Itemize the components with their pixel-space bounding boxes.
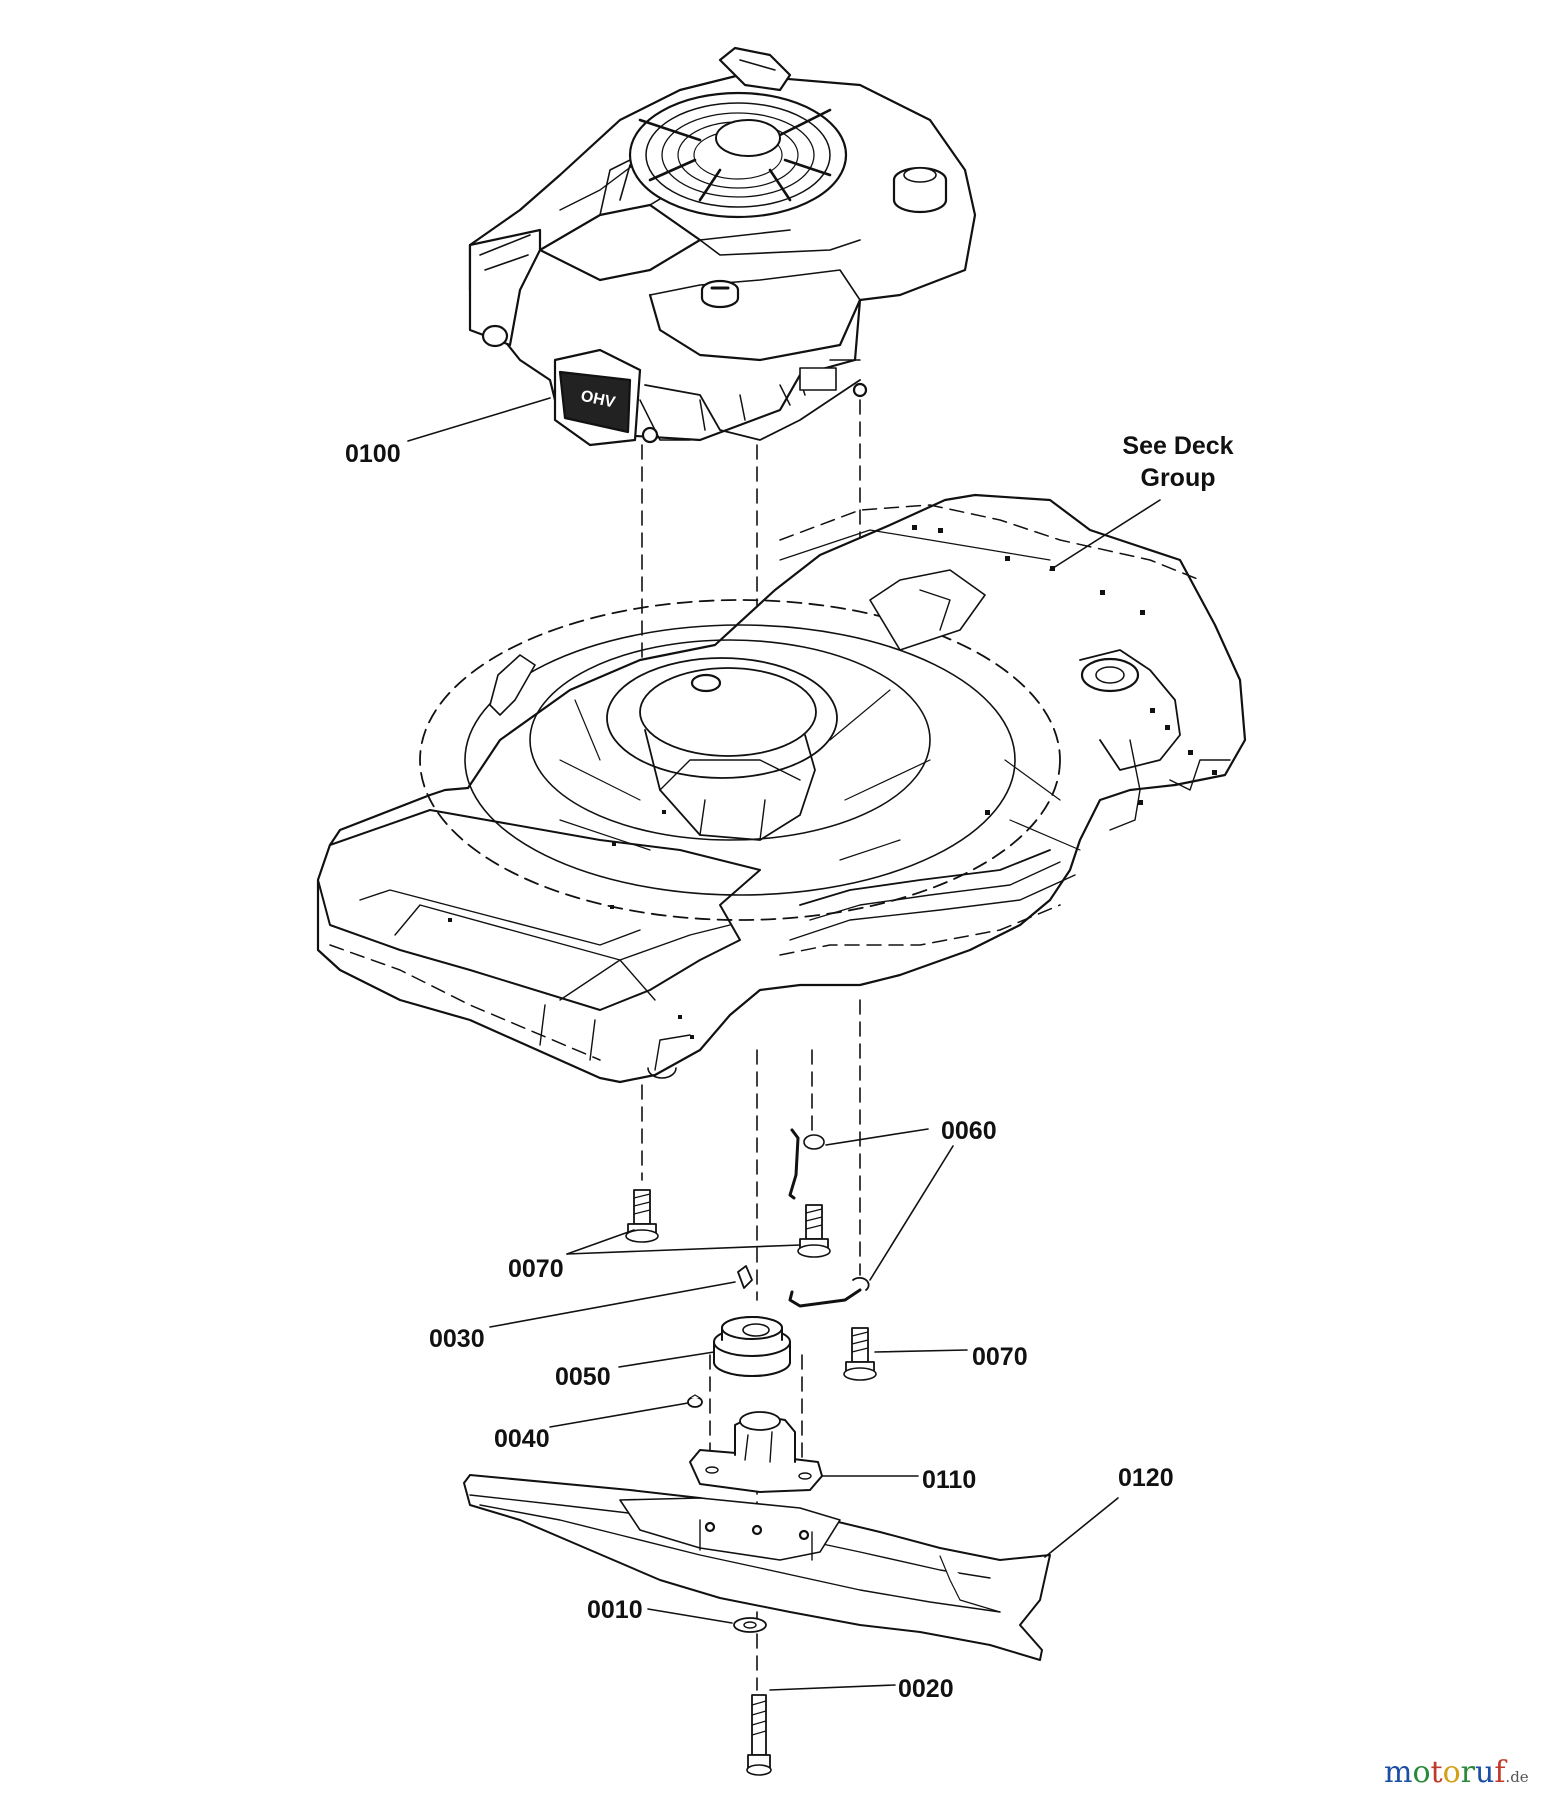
engine: OHV xyxy=(468,46,977,447)
callout-0070-right: 0070 xyxy=(972,1343,1028,1371)
callout-0060: 0060 xyxy=(941,1117,997,1145)
watermark-logo: motoruf.de xyxy=(1384,1755,1529,1790)
wm-letter-r: r xyxy=(1461,1755,1476,1790)
callout-0110: 0110 xyxy=(922,1466,976,1494)
callout-0070-left: 0070 xyxy=(508,1255,564,1283)
engine-badge: OHV xyxy=(579,388,617,412)
wm-tld: .de xyxy=(1505,1768,1528,1786)
callout-0010: 0010 xyxy=(587,1596,643,1624)
deck-note-line1: See Deck xyxy=(1122,432,1233,460)
deck xyxy=(316,493,1247,1084)
leader-lines xyxy=(407,397,1161,1691)
callout-0030: 0030 xyxy=(429,1325,485,1353)
clip-upper xyxy=(788,1128,825,1200)
wm-letter-m: m xyxy=(1384,1755,1412,1790)
blade xyxy=(463,1474,1051,1661)
blade-adapter xyxy=(689,1411,823,1493)
washer xyxy=(733,1617,767,1633)
callout-0120: 0120 xyxy=(1118,1464,1174,1492)
wm-letter-o1: o xyxy=(1412,1755,1430,1790)
wm-letter-f: f xyxy=(1494,1755,1507,1790)
bolt-right xyxy=(843,1327,877,1381)
pulley xyxy=(713,1316,791,1377)
callout-0040: 0040 xyxy=(494,1425,550,1453)
set-screw xyxy=(687,1394,703,1408)
wm-letter-u: u xyxy=(1475,1755,1494,1790)
callout-0020: 0020 xyxy=(898,1675,954,1703)
blade-bolt xyxy=(746,1694,772,1776)
svg-text:motoruf.de: motoruf.de xyxy=(1384,1755,1529,1790)
woodruff-key xyxy=(737,1265,753,1289)
clip-lower xyxy=(788,1276,870,1308)
bolt-middle xyxy=(797,1204,831,1258)
deck-note-line2: Group xyxy=(1141,464,1216,492)
wm-letter-t: t xyxy=(1431,1755,1443,1790)
callout-0100: 0100 xyxy=(345,440,401,468)
bolt-left xyxy=(625,1189,659,1243)
callout-0050: 0050 xyxy=(555,1363,611,1391)
wm-letter-o2: o xyxy=(1443,1755,1461,1790)
